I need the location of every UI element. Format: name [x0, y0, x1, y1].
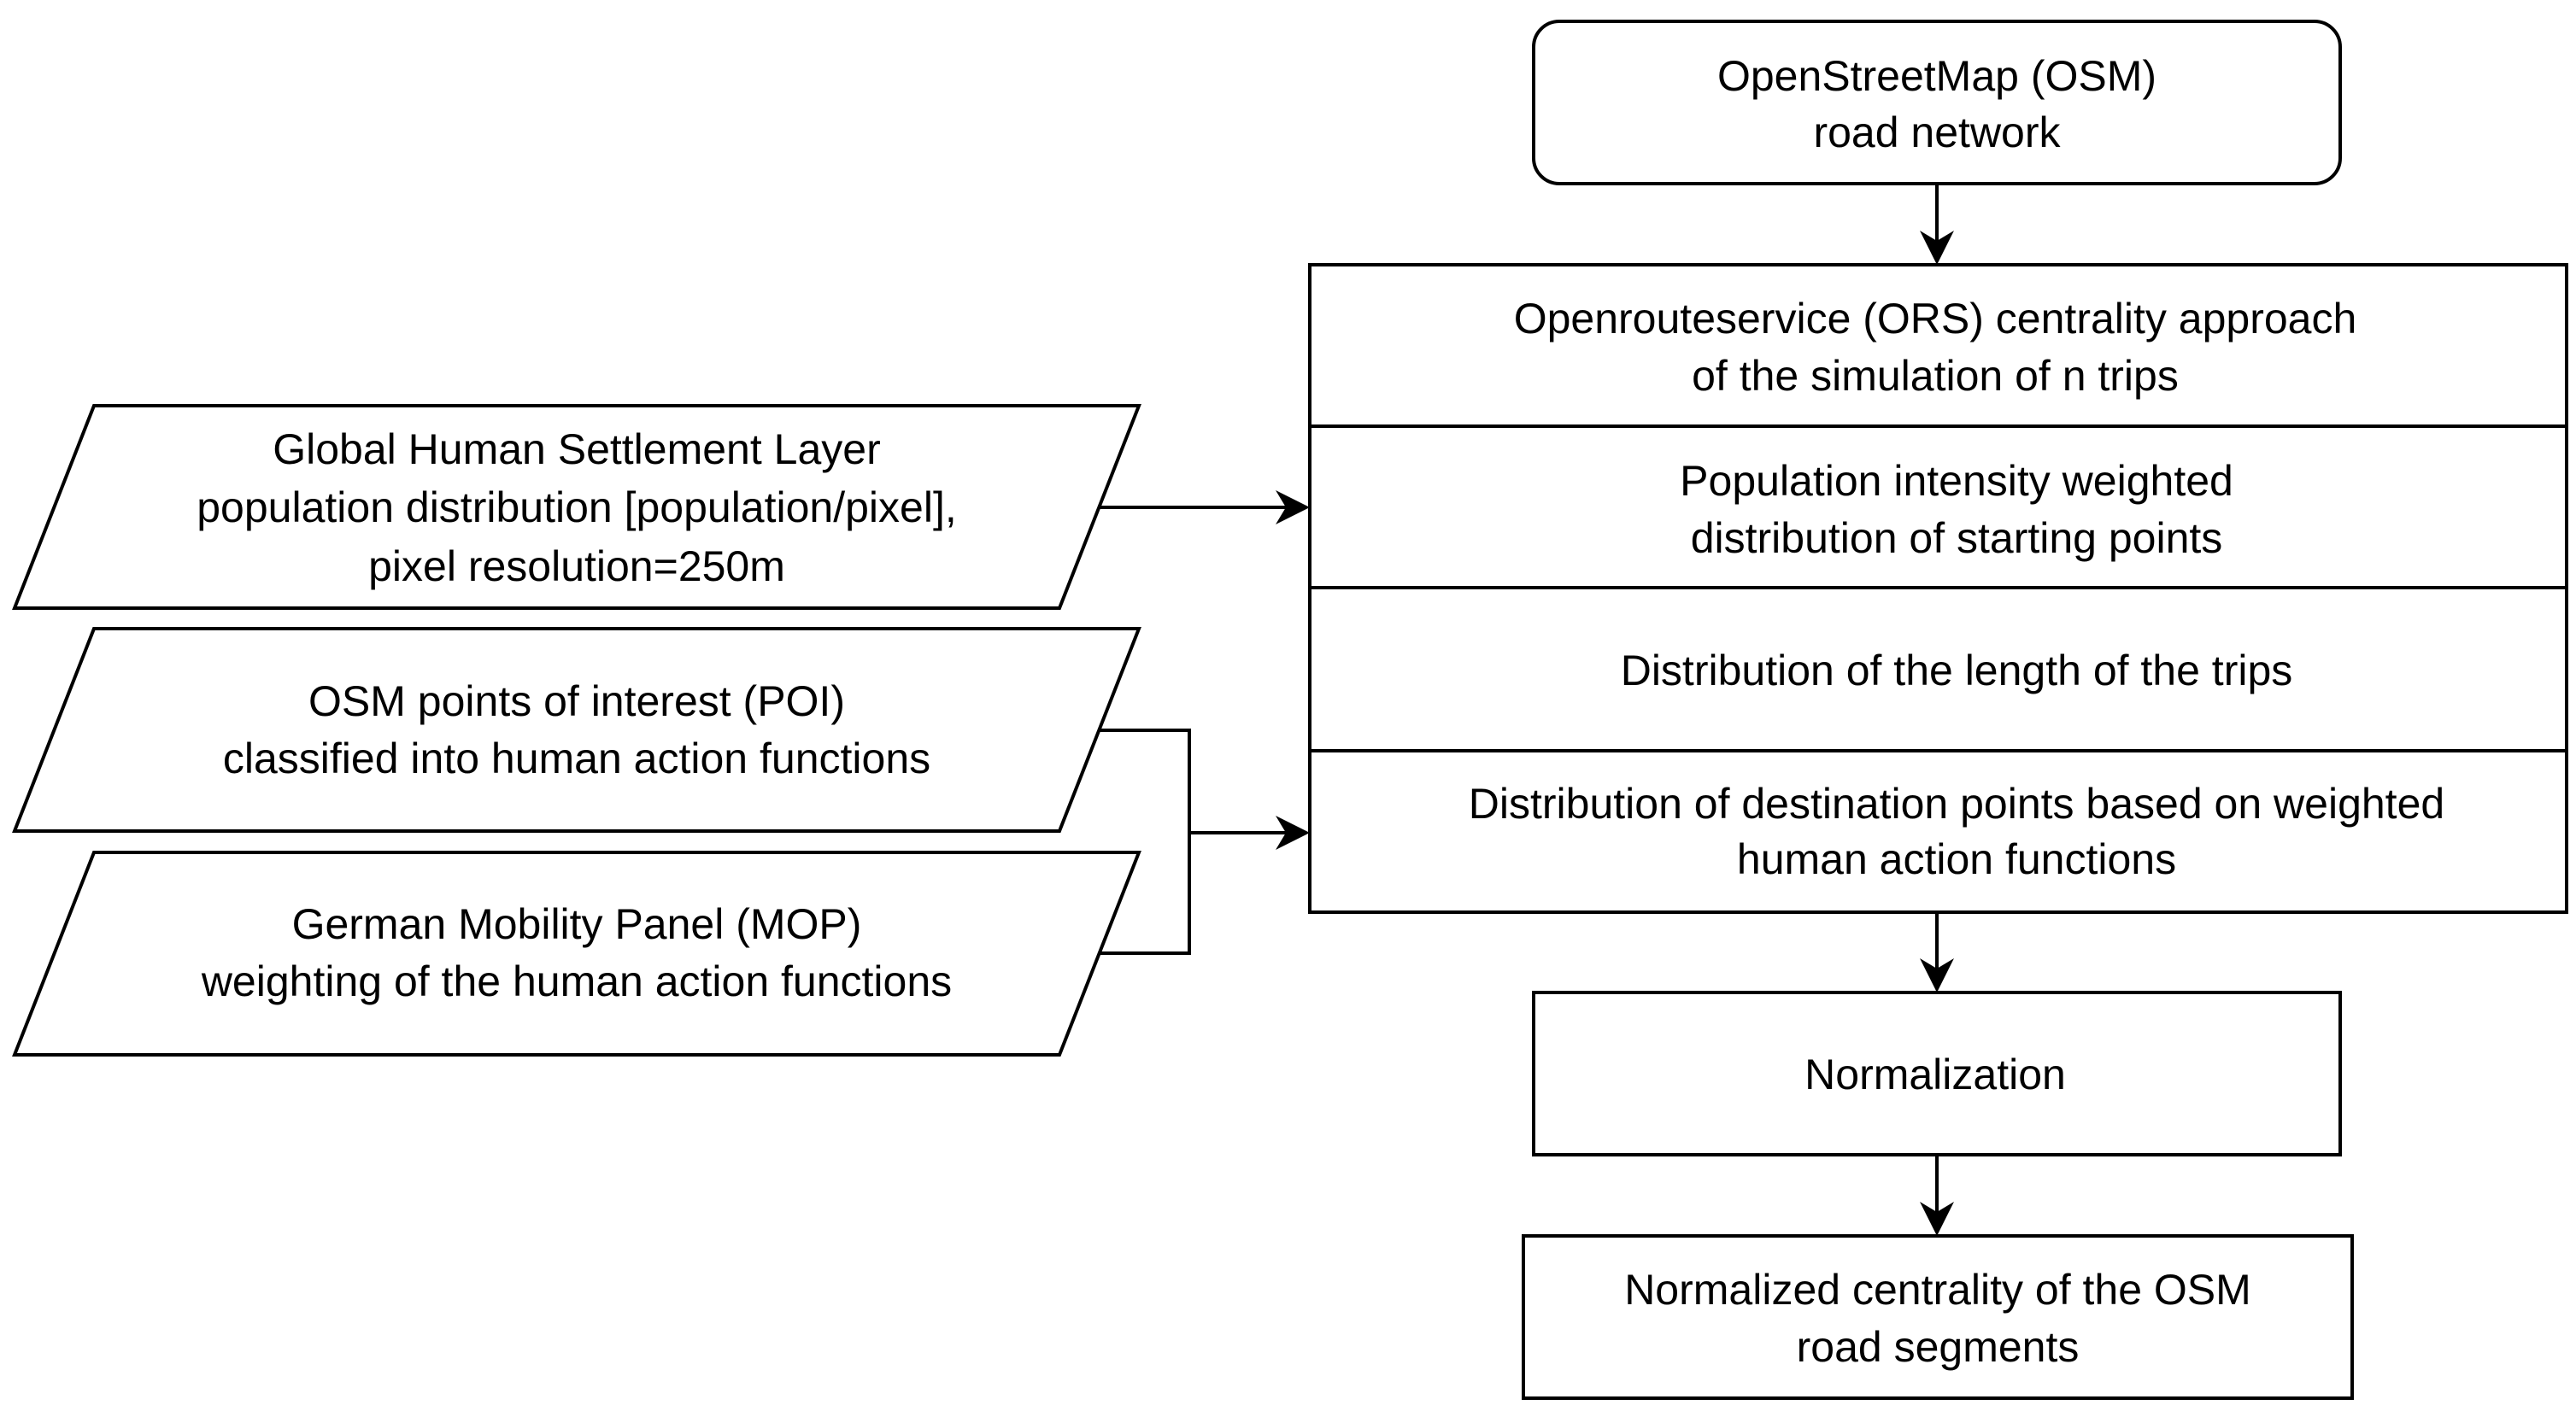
node-poi-input: OSM points of interest (POI) classified …: [12, 627, 1141, 833]
poi-input-line2: classified into human action functions: [223, 735, 930, 782]
node-normalized-centrality: Normalized centrality of the OSM road se…: [1522, 1234, 2354, 1400]
node-ghsl-input: Global Human Settlement Layer population…: [12, 404, 1141, 610]
osm-road-network-line1: OpenStreetMap (OSM): [1717, 52, 2156, 100]
ors-centrality-line1: Openrouteservice (ORS) centrality approa…: [1514, 295, 2357, 343]
ghsl-input-line2: population distribution [population/pixe…: [197, 483, 957, 531]
ghsl-input-line1: Global Human Settlement Layer: [273, 425, 880, 473]
ors-centrality-line2: of the simulation of n trips: [1692, 352, 2179, 400]
normalized-centrality-line2: road segments: [1797, 1323, 2080, 1371]
node-mop-input: German Mobility Panel (MOP) weighting of…: [12, 851, 1141, 1057]
population-intensity-line1: Population intensity weighted: [1680, 457, 2233, 505]
poi-input-line1: OSM points of interest (POI): [308, 677, 845, 725]
normalization-label: Normalization: [1804, 1051, 2066, 1098]
node-ors-process-block: Openrouteservice (ORS) centrality approa…: [1308, 263, 2568, 914]
normalized-centrality-line1: Normalized centrality of the OSM: [1624, 1266, 2251, 1314]
connector-poi-mop-bracket: [1100, 729, 1191, 955]
mop-input-line1: German Mobility Panel (MOP): [292, 900, 862, 948]
population-intensity-line2: distribution of starting points: [1691, 514, 2223, 562]
ghsl-input-line3: pixel resolution=250m: [368, 542, 785, 590]
trip-length-line1: Distribution of the length of the trips: [1621, 647, 2293, 694]
destination-points-line2: human action functions: [1737, 835, 2176, 883]
node-osm-road-network: OpenStreetMap (OSM) road network: [1532, 20, 2342, 185]
node-normalization: Normalization: [1532, 991, 2342, 1156]
destination-points-line1: Distribution of destination points based…: [1469, 780, 2444, 828]
osm-road-network-line2: road network: [1813, 108, 2061, 156]
mop-input-line2: weighting of the human action functions: [201, 957, 952, 1005]
